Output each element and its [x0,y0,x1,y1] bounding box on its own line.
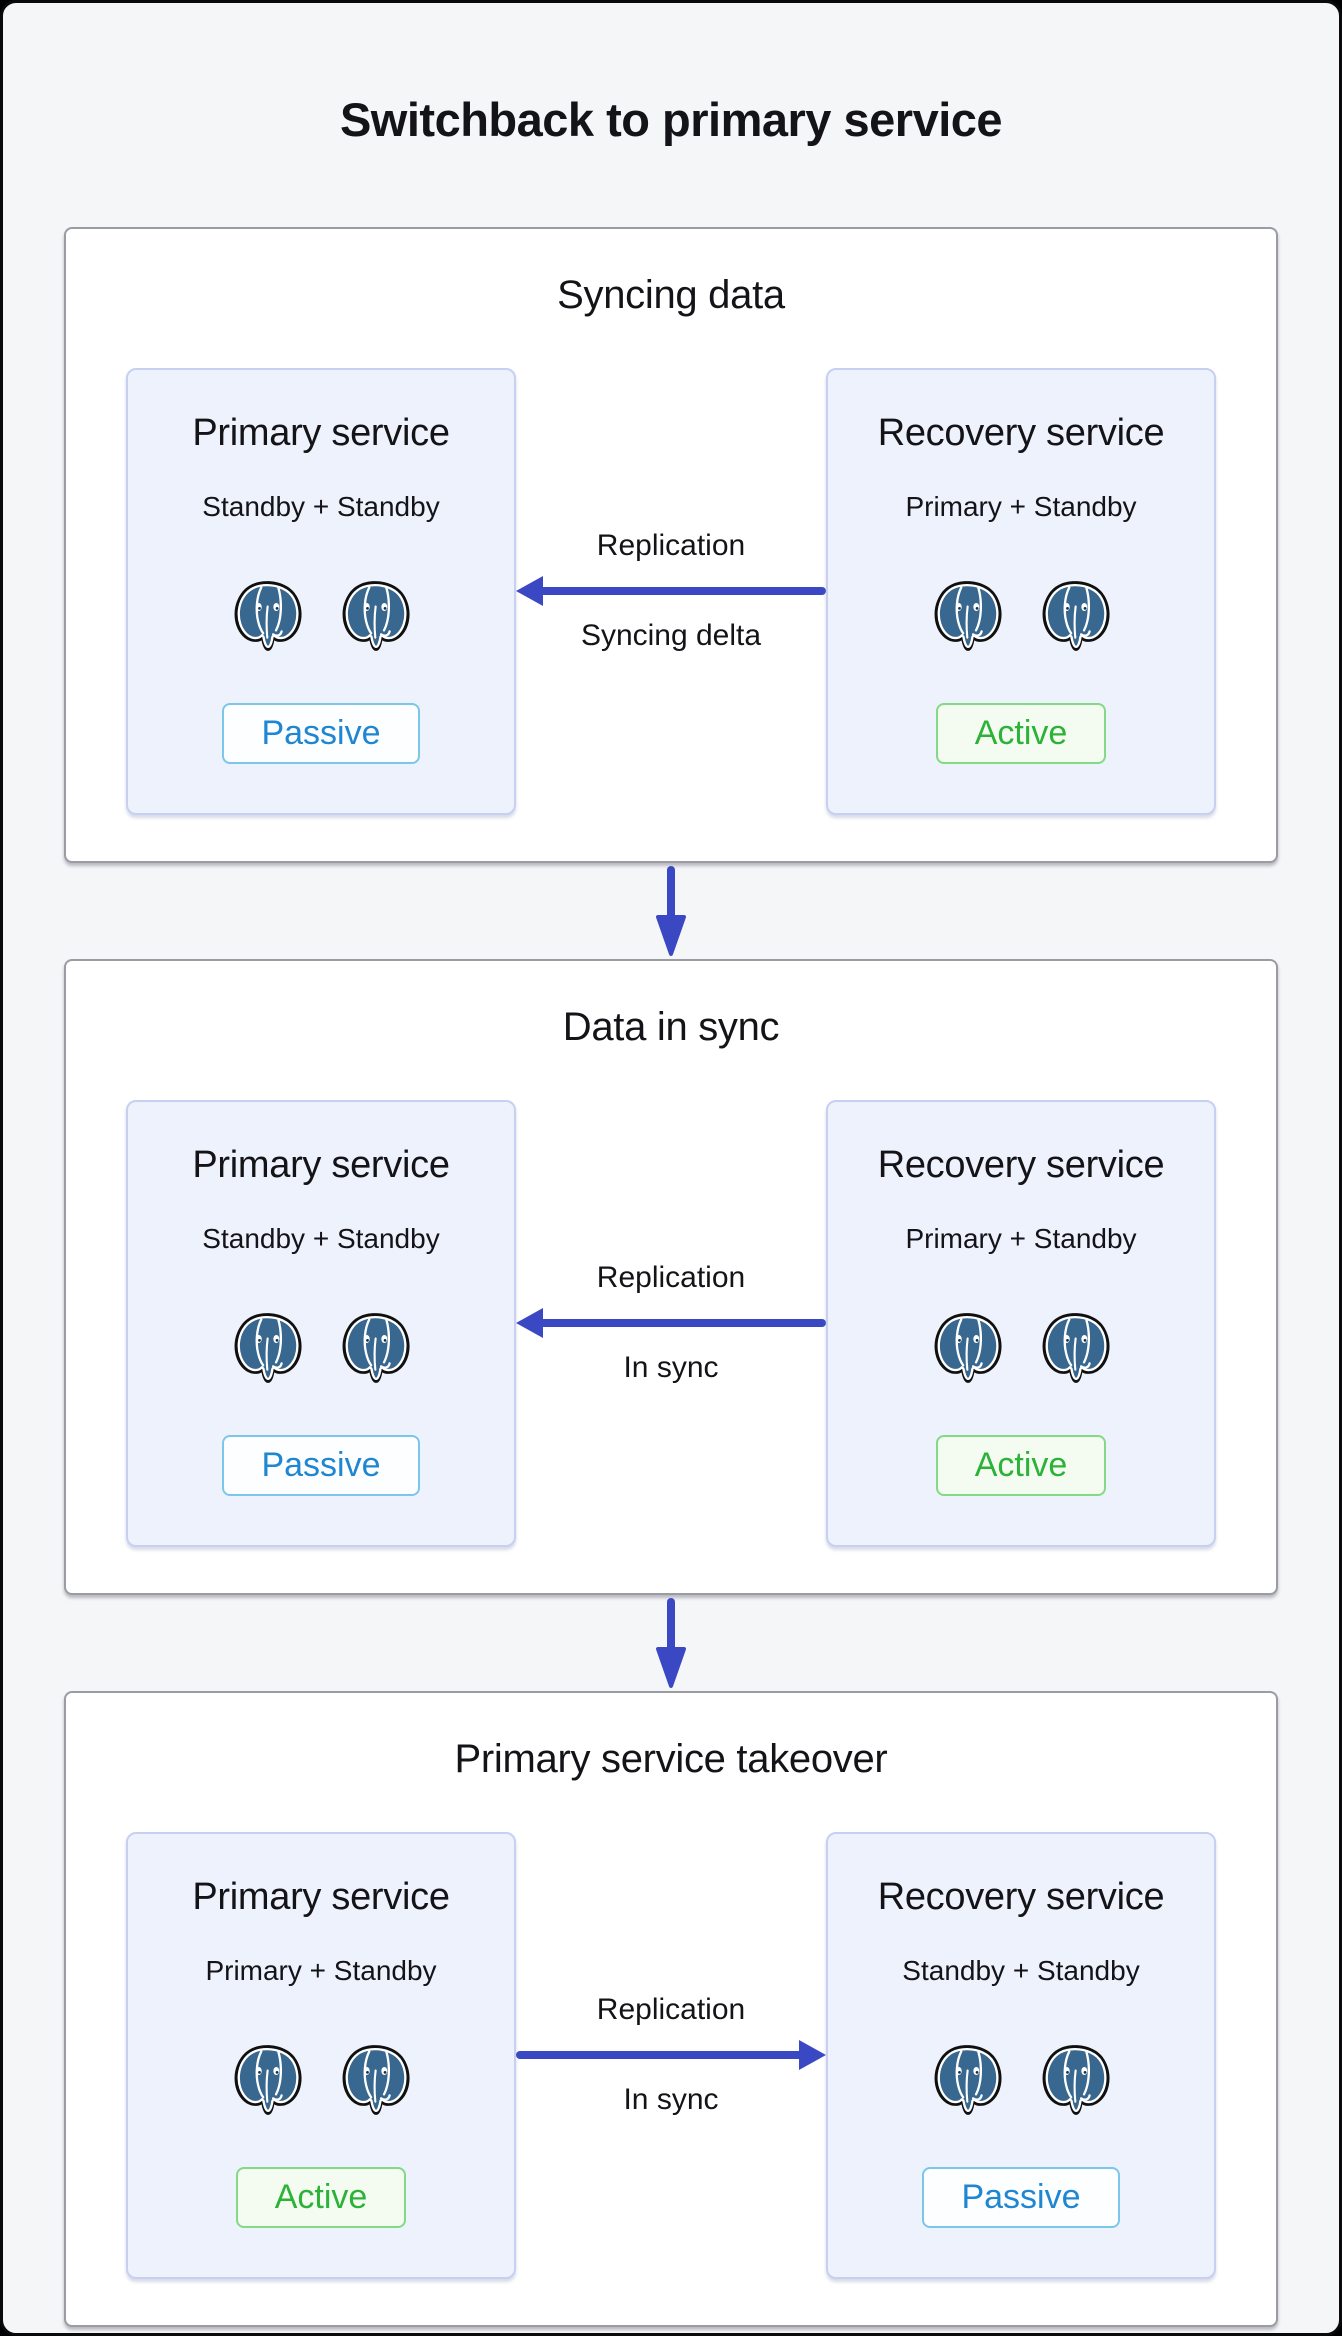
status-badge: Active [935,702,1107,765]
stage-panel: Syncing data Primary service Standby + S… [64,226,1278,863]
status-badge: Passive [922,2166,1120,2229]
stage-panel: Data in sync Primary service Standby + S… [64,958,1278,1595]
service-card-subtitle: Standby + Standby [202,1222,440,1254]
database-icons-row [231,579,411,653]
service-card-subtitle: Primary + Standby [905,490,1137,522]
status-badge: Active [235,2166,407,2229]
postgresql-elephant-icon [339,1311,411,1385]
page-title: Switchback to primary service [339,93,1003,147]
stages-container: Syncing data Primary service Standby + S… [3,226,1339,2327]
service-card-subtitle: Standby + Standby [902,1954,1140,1986]
status-badge: Passive [222,702,420,765]
down-arrow-icon [656,865,686,956]
stage-title: Primary service takeover [454,1736,888,1781]
database-icons-row [231,2043,411,2117]
flow-top-label: Replication [596,1993,746,2027]
postgresql-elephant-icon [931,579,1003,653]
stage-title: Data in sync [562,1004,780,1049]
database-icons-row [931,1311,1111,1385]
postgresql-elephant-icon [1039,1311,1111,1385]
arrow-shaft [516,2051,811,2060]
arrowhead-right [799,2040,826,2071]
replication-flow: Replication Syncing delta [516,368,826,815]
postgresql-elephant-icon [231,1311,303,1385]
postgresql-elephant-icon [931,1311,1003,1385]
arrow-shaft [531,1319,826,1328]
flow-top-label: Replication [596,1261,746,1295]
recovery-service-card: Recovery service Primary + Standby Activ… [826,1099,1216,1547]
replication-flow: Replication In sync [516,1100,826,1547]
primary-service-card: Primary service Standby + Standby Passiv… [126,367,516,815]
postgresql-elephant-icon [1039,2043,1111,2117]
postgresql-elephant-icon [231,2043,303,2117]
service-card-title: Recovery service [877,411,1165,454]
service-card-title: Primary service [192,411,450,454]
service-card-title: Primary service [192,1875,450,1918]
primary-service-card: Primary service Standby + Standby Passiv… [126,1099,516,1547]
status-badge: Active [935,1434,1107,1497]
service-card-subtitle: Primary + Standby [905,1222,1137,1254]
service-card-subtitle: Primary + Standby [205,1954,437,1986]
postgresql-elephant-icon [339,2043,411,2117]
replication-flow: Replication In sync [516,1832,826,2279]
stage-content-row: Primary service Standby + Standby Passiv… [66,1099,1276,1547]
database-icons-row [931,2043,1111,2117]
replication-arrow-icon [516,576,826,607]
stage-connector [3,863,1339,959]
replication-arrow-icon [516,1308,826,1339]
flow-bottom-label: Syncing delta [580,619,762,653]
replication-arrow-icon [516,2040,826,2071]
stage-title: Syncing data [557,272,785,317]
arrow-shaft [531,587,826,596]
database-icons-row [231,1311,411,1385]
recovery-service-card: Recovery service Standby + Standby Passi… [826,1831,1216,2279]
flow-top-label: Replication [596,529,746,563]
stage-connector [3,1595,1339,1691]
primary-service-card: Primary service Primary + Standby Active [126,1831,516,2279]
status-badge: Passive [222,1434,420,1497]
flow-bottom-label: In sync [623,1351,719,1385]
flow-bottom-label: In sync [623,2083,719,2117]
service-card-title: Recovery service [877,1875,1165,1918]
database-icons-row [931,579,1111,653]
recovery-service-card: Recovery service Primary + Standby Activ… [826,367,1216,815]
service-card-subtitle: Standby + Standby [202,490,440,522]
down-arrow-icon [656,1597,686,1688]
postgresql-elephant-icon [1039,579,1111,653]
postgresql-elephant-icon [339,579,411,653]
service-card-title: Recovery service [877,1143,1165,1186]
postgresql-elephant-icon [231,579,303,653]
postgresql-elephant-icon [931,2043,1003,2117]
stage-panel: Primary service takeover Primary service… [64,1690,1278,2327]
service-card-title: Primary service [192,1143,450,1186]
stage-content-row: Primary service Standby + Standby Passiv… [66,367,1276,815]
stage-content-row: Primary service Primary + Standby Active… [66,1831,1276,2279]
